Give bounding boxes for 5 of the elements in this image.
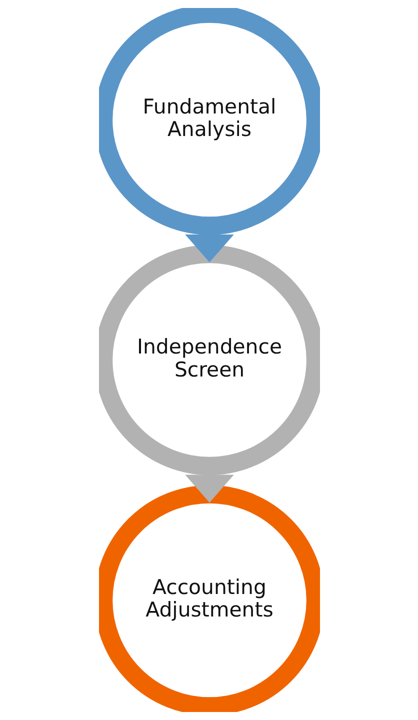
node-circle: Independence Screen bbox=[98, 244, 320, 476]
arrow bbox=[184, 234, 234, 262]
node-circle: Fundamental Analysis bbox=[98, 8, 320, 235]
arrow bbox=[184, 474, 234, 503]
node-circle: Accounting Adjustments bbox=[98, 485, 320, 712]
